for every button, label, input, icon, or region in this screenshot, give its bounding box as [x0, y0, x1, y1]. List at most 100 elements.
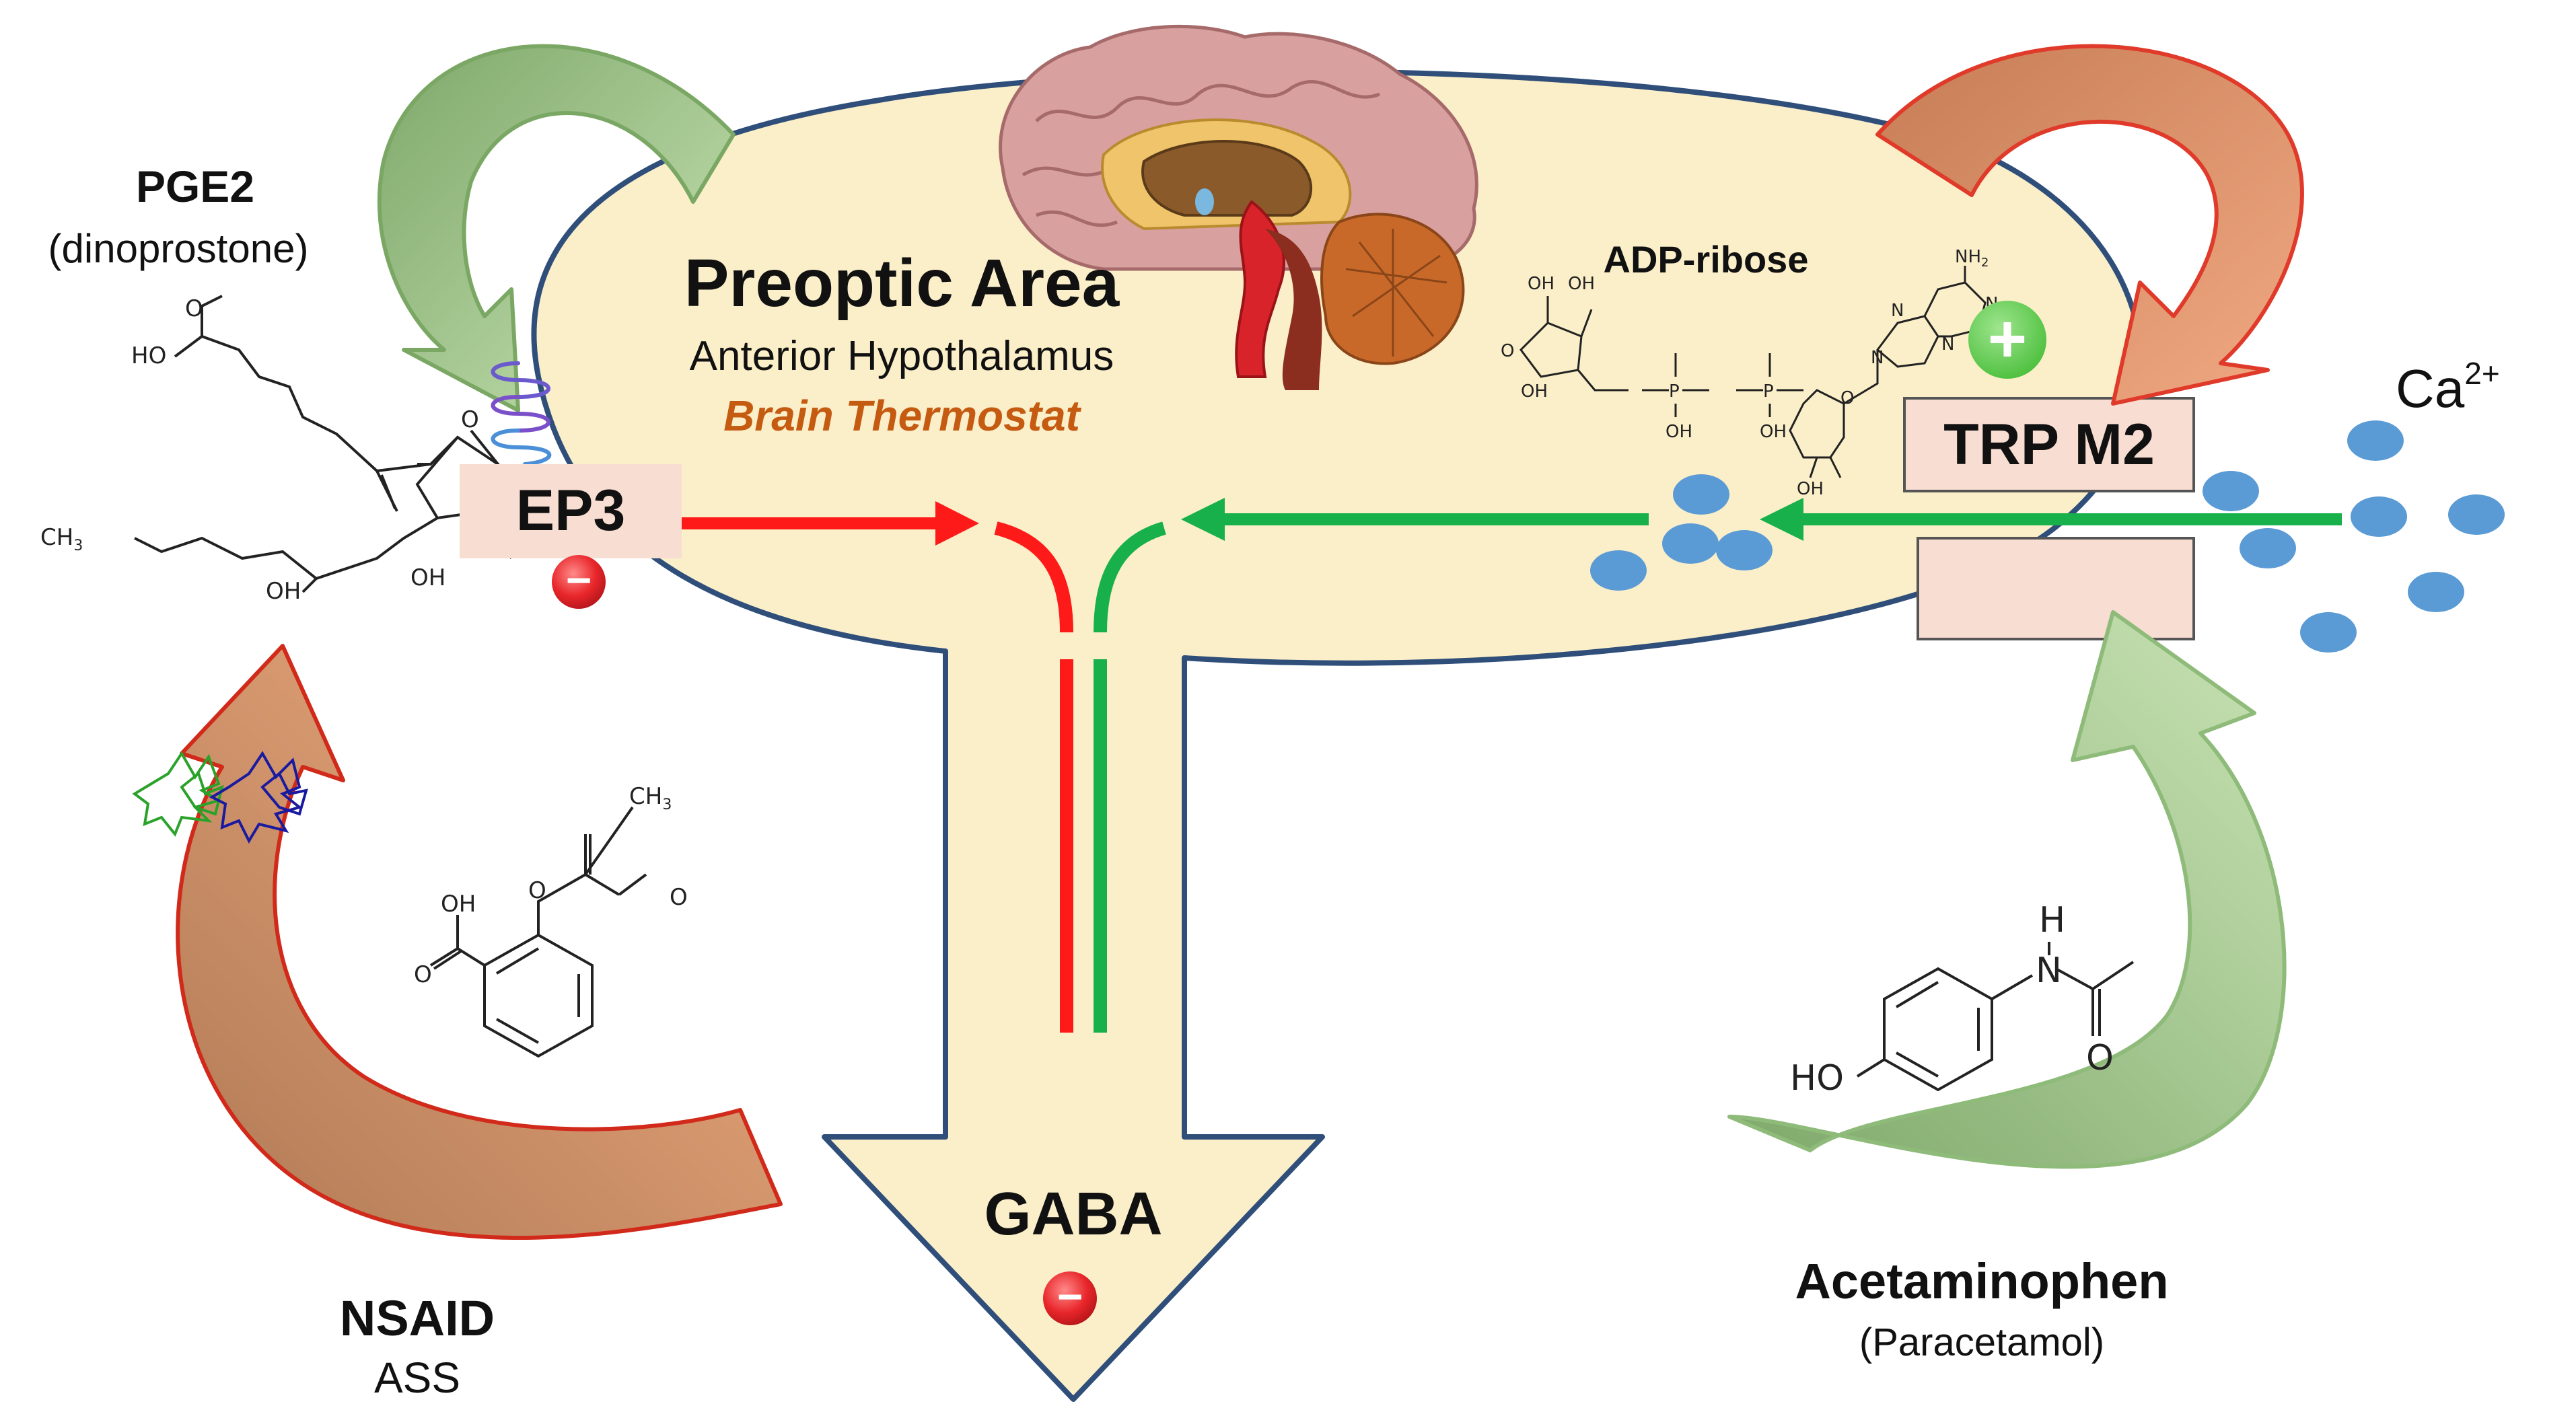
adp-nh2-sub: 2 [1981, 256, 1989, 270]
calcium-ions [1590, 420, 2505, 653]
adp-nh2-text: NH [1955, 247, 1981, 267]
pge2-acid-o-label: O [185, 295, 203, 322]
ep3-label: EP3 [516, 478, 626, 543]
calcium-charge: 2+ [2464, 356, 2499, 391]
adp-oh-4: OH [1666, 422, 1692, 442]
adp-p-2: P [1763, 381, 1774, 402]
acetaminophen-n: N [2036, 951, 2062, 991]
aspirin-o-3: O [670, 884, 688, 911]
region-title: Preoptic Area [684, 246, 1120, 321]
adp-oh-3: OH [1521, 381, 1548, 402]
ep3-box [460, 464, 682, 558]
calcium-ion [2203, 471, 2259, 511]
nsaid-label: NSAID [340, 1290, 495, 1346]
pge2-ch3-text: CH [40, 524, 73, 551]
pge2-atom-labels: HO O O OH OH CH3 [40, 295, 479, 605]
calcium-ion [2347, 420, 2404, 461]
acetaminophen-atoms: HO H N O [1790, 900, 2114, 1099]
adp-o-ring-1: O [1501, 341, 1514, 361]
calcium-ion [2300, 612, 2357, 653]
pge2-acid-label: HO [131, 342, 166, 369]
calcium-ion [1716, 530, 1773, 570]
ep3-receptor: EP3 − [460, 361, 682, 609]
region-subtitle: Anterior Hypothalamus [690, 333, 1114, 379]
adp-ribose-label: ADP-ribose [1604, 238, 1809, 281]
preoptic-area-shape [531, 69, 2145, 1402]
adp-o-ring-2: O [1840, 388, 1854, 408]
acetaminophen-ho: HO [1790, 1058, 1844, 1099]
pge2-alias: (dinoprostone) [48, 226, 309, 271]
adp-ribose-atoms: OH OH O OH P P OH OH O OH N N N N N NH2 [1501, 247, 1998, 499]
gaba-output: GABA − [985, 1181, 1163, 1325]
adp-oh-1: OH [1528, 274, 1554, 294]
ep3-inhibit-badge: − [552, 555, 606, 609]
adp-oh-6: OH [1797, 479, 1824, 499]
calcium-ion [2448, 494, 2505, 535]
adp-oh-5: OH [1760, 422, 1787, 442]
adp-nh2-label: NH2 [1955, 247, 1989, 270]
pge2-name: PGE2 [136, 161, 254, 211]
trpm2-activator-arrow [1875, 44, 2304, 406]
cox-enzyme-icon [132, 751, 308, 844]
calcium-ion [2240, 528, 2296, 568]
nsaid-arrow [176, 644, 783, 1240]
adp-n-2: N [1891, 301, 1904, 321]
trpm2-activation-signal [1094, 498, 2342, 1033]
nsaid-label-group: NSAID ASS [340, 1290, 495, 1402]
acetaminophen-arrow [1727, 610, 2287, 1169]
adp-oh-2: OH [1568, 274, 1595, 294]
adp-ribose-plus-sign: + [1988, 301, 2027, 377]
ep3-inhibit-sign: − [566, 555, 592, 605]
trpm2-label: TRP M2 [1943, 412, 2155, 477]
aspirin-ch3-sub: 3 [662, 796, 672, 813]
acetaminophen-h: H [2039, 900, 2065, 940]
adp-n-3: N [1941, 334, 1954, 355]
pge2-to-ep3-arrow [377, 44, 736, 412]
calcium-ion [1673, 474, 1729, 515]
ep3-inhibitory-signal [682, 501, 1073, 1033]
region-role: Brain Thermostat [723, 392, 1082, 440]
pge2-oh-chain-label: OH [266, 578, 301, 605]
adp-n-1: N [1871, 348, 1884, 368]
aspirin-o-1: O [414, 961, 432, 988]
pge2-oh-ring-label: OH [410, 564, 445, 591]
aspirin-ch3: CH3 [629, 783, 672, 813]
region-labels: Preoptic Area Anterior Hypothalamus Brai… [684, 246, 1120, 440]
acetaminophen-o: O [2086, 1038, 2114, 1078]
adp-ribose-plus-badge: + [1968, 301, 2046, 379]
brain-sagittal-icon [999, 24, 1478, 390]
calcium-ion [1590, 550, 1647, 591]
gaba-inhibit-sign: − [1057, 1271, 1083, 1321]
pge2-ketone-o-label: O [461, 406, 479, 433]
calcium-ion [2408, 572, 2464, 612]
acetaminophen-alias: (Paracetamol) [1859, 1321, 2104, 1364]
gaba-label: GABA [985, 1181, 1163, 1248]
trpm2-box-bottom [1917, 537, 2195, 640]
nsaid-example: ASS [374, 1353, 460, 1402]
gpcr-coil-icon [491, 361, 552, 466]
aspirin-atoms: OH O O O CH3 [414, 783, 688, 988]
adp-ribose-group: ADP-ribose OH OH O OH P P OH OH O OH N [1501, 238, 2046, 499]
calcium-base: Ca [2396, 359, 2465, 418]
aspirin-structure [429, 806, 647, 1058]
acetaminophen-structure [1856, 942, 2135, 1092]
calcium-label: Ca2+ [2396, 356, 2500, 418]
aspirin-o-2: O [528, 877, 546, 904]
calcium-ion [1662, 523, 1719, 564]
pge2-ch3-label: CH3 [40, 524, 83, 554]
calcium-ion [2351, 496, 2407, 537]
trpm2-box-top [1903, 397, 2195, 492]
preoptic-area-region [531, 69, 2145, 1402]
adp-p-1: P [1669, 381, 1680, 402]
calcium-text: Ca2+ [2396, 356, 2500, 418]
aspirin-ch3-text: CH [629, 783, 662, 810]
acetaminophen-label: Acetaminophen [1795, 1253, 2168, 1309]
pge2-label-group: PGE2 (dinoprostone) [48, 161, 309, 271]
adp-ribose-structure [1519, 266, 1987, 478]
gaba-inhibit-badge: − [1043, 1271, 1097, 1325]
trpm2-channel: TRP M2 [1903, 397, 2195, 640]
pge2-ch3-sub: 3 [73, 537, 83, 554]
aspirin-oh: OH [441, 891, 476, 918]
acetaminophen-label-group: Acetaminophen (Paracetamol) [1795, 1253, 2168, 1364]
